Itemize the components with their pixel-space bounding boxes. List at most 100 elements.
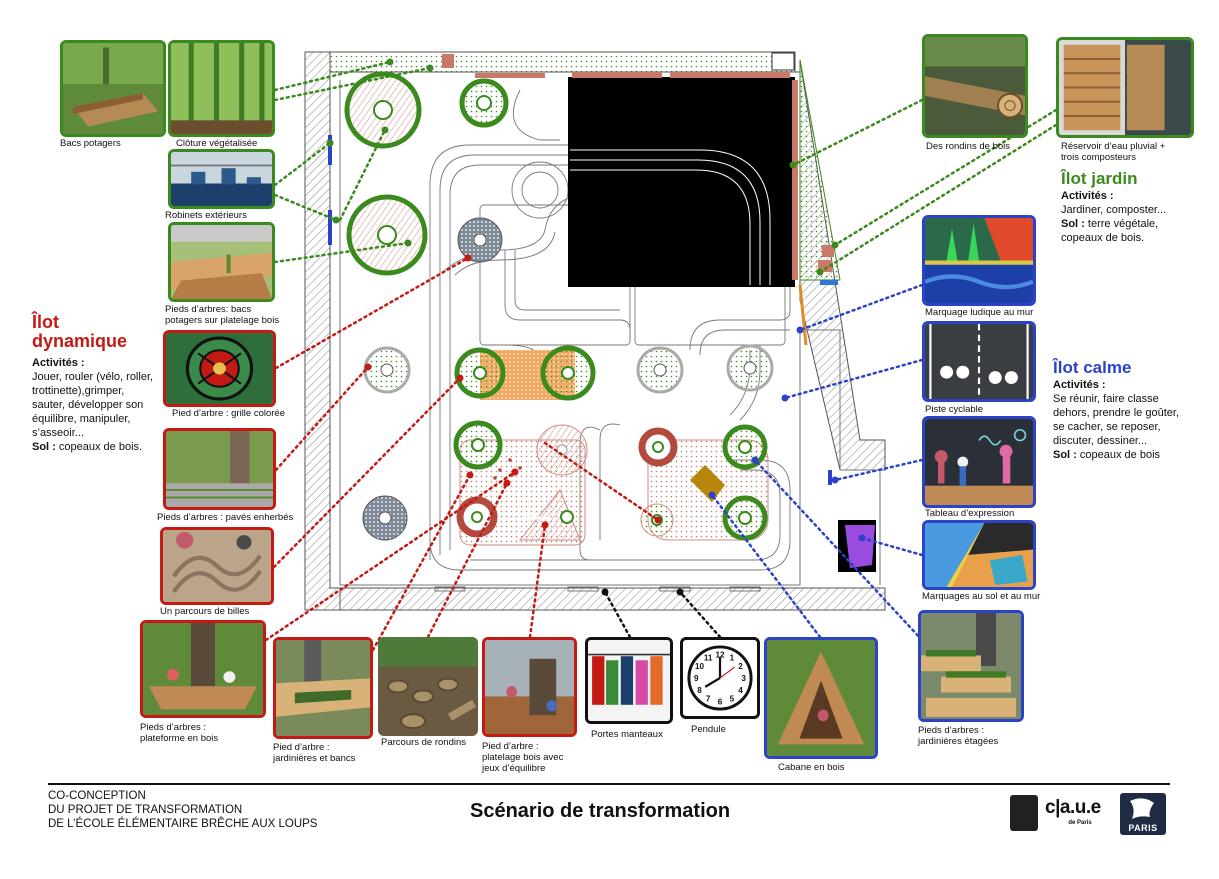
zone-dynamique-block: Activités : Jouer, rouler (vélo, roller,… [32, 356, 157, 454]
tree-bacs-2 [346, 194, 428, 276]
connector-dot-6 [789, 161, 797, 169]
connector-dot-5 [381, 126, 389, 134]
clock-number: 11 [704, 653, 713, 662]
photo-piste [922, 321, 1036, 402]
tree-grille [457, 217, 503, 263]
tree-bacs-1 [344, 71, 422, 149]
connector-line-9 [274, 256, 470, 370]
top-bench [475, 73, 545, 78]
photo-pieds-bacs [168, 222, 275, 302]
caption-piste: Piste cyclable [925, 404, 984, 415]
connector-dot-11 [456, 374, 464, 382]
photo-plateforme [140, 620, 266, 718]
connector-line-15 [528, 523, 547, 639]
connector-dot-22 [858, 534, 866, 542]
footer-line-3: DE L’ÉCOLE ÉLÉMENTAIRE BRÊCHE AUX LOUPS [48, 818, 318, 830]
caption-marquage-ludique: Marquage ludique au mur [925, 307, 1034, 318]
tree-green-top [459, 78, 509, 128]
zone-calme-title: Îlot calme [1053, 358, 1132, 377]
clock-number: 3 [741, 674, 746, 683]
clock-number: 1 [730, 653, 735, 662]
caption-cabane: Cabane en bois [778, 762, 845, 773]
photo-grille [163, 330, 276, 407]
tree-grey-bottom [362, 495, 408, 541]
zone-jardin-activites-label: Activités : [1061, 190, 1114, 202]
connector-line-4 [273, 241, 410, 264]
clock-number: 7 [706, 694, 711, 703]
connector-line-22 [860, 536, 924, 557]
site-walls [304, 51, 886, 611]
caue-logo-text: c|a.u.e [1045, 797, 1101, 818]
connector-line-17 [603, 590, 632, 639]
connector-line-6 [791, 98, 924, 167]
caption-reservoir: Réservoir d’eau pluvial + trois composte… [1061, 141, 1166, 163]
school-building [568, 77, 795, 287]
clock-number: 5 [730, 694, 735, 703]
tree-grey-left [363, 346, 411, 394]
clock-number: 2 [738, 662, 743, 671]
connector-line-18 [678, 590, 722, 639]
paris-ship-icon [1130, 798, 1154, 819]
zone-dynamique-sol: copeaux de bois. [58, 441, 143, 453]
photo-tableau [922, 416, 1036, 508]
footer-rule [48, 783, 1170, 785]
lower-right-area [638, 424, 769, 541]
photo-marquages [922, 520, 1036, 590]
bottom-vents [434, 586, 761, 592]
connector-line-16 [543, 441, 660, 522]
connector-line-23 [710, 493, 822, 639]
connector-line-10 [274, 365, 370, 472]
caption-pendule: Pendule [691, 724, 726, 735]
connector-dot-14 [503, 479, 511, 487]
connector-line-19 [798, 283, 924, 332]
caption-billes: Un parcours de billes [160, 606, 250, 617]
footer-line-1: CO-CONCEPTION [48, 790, 146, 802]
connector-line-3 [273, 193, 338, 222]
clock-number: 8 [697, 686, 702, 695]
caption-plateforme: Pieds d’arbres : plateforme en bois [140, 722, 219, 744]
building-curve [570, 149, 771, 285]
clock-number: 12 [715, 650, 725, 659]
zone-jardin-sol-label: Sol : [1061, 218, 1085, 230]
connector-dot-13 [466, 471, 474, 479]
caption-grille: Pied d’arbre : grille colorée [172, 408, 286, 419]
connector-dot-10 [364, 363, 372, 371]
photo-bacs-potagers [60, 40, 166, 137]
zone-jardin-sol: terre végétale, copeaux de bois. [1061, 218, 1159, 244]
paris-logo-text: PARIS [1128, 823, 1158, 833]
connector-dot-16 [654, 516, 662, 524]
tree-pits [344, 71, 774, 546]
photo-jardinieres-etagees [918, 610, 1024, 722]
connector-dot-7 [816, 268, 824, 276]
photo-paves [163, 428, 276, 510]
caption-marquages: Marquages au sol et au mur [922, 591, 1041, 602]
zone-dynamique-activites: Jouer, rouler (vélo, roller, trottinette… [32, 371, 154, 439]
photo-robinets [168, 149, 275, 209]
caption-bacs-potagers: Bacs potagers [60, 138, 121, 149]
zone-jardin-block: Activités : Jardiner, composter... Sol :… [1061, 189, 1191, 245]
zone-calme-sol: copeaux de bois [1079, 449, 1161, 461]
connector-line-7 [818, 123, 1058, 274]
caption-portes-manteaux: Portes manteaux [591, 729, 663, 740]
board-wall [828, 470, 832, 485]
photo-billes [160, 527, 274, 605]
connector-dot-17 [601, 588, 609, 596]
clock-number: 6 [718, 698, 723, 707]
connector-dot-8 [831, 241, 839, 249]
zone-calme-sol-label: Sol : [1053, 449, 1077, 461]
connector-line-2 [273, 141, 332, 187]
clock-number: 9 [694, 674, 699, 683]
caption-jardinieres-bancs: Pied d’arbre : jardinières et bancs [273, 742, 356, 764]
connector-dot-15 [541, 521, 549, 529]
connector-dot-20 [781, 394, 789, 402]
photo-platelage [482, 637, 577, 737]
connector-dot-12 [511, 468, 519, 476]
connector-dot-23 [708, 491, 716, 499]
building-windows [572, 72, 798, 280]
caption-robinets: Robinets extérieurs [165, 210, 247, 221]
zone-jardin-activites: Jardiner, composter... [1061, 204, 1167, 216]
connector-dot-9 [464, 254, 472, 262]
compost-boxes [822, 245, 834, 257]
photo-marquage-ludique [922, 215, 1036, 306]
